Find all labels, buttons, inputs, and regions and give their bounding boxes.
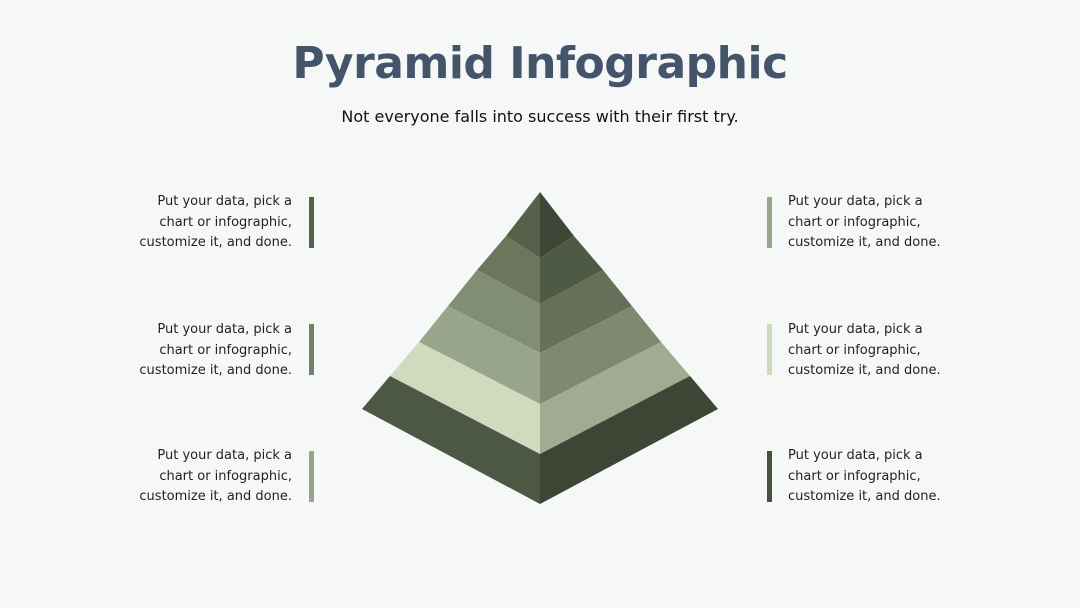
left-note-2: Put your data, pick a chart or infograph… [139,322,292,378]
pyramid-level-2-right-face [540,236,603,304]
right-note-2-accent-bar [767,324,772,375]
pyramid-level-6-right-face [540,376,718,504]
pyramid-level-6-left-face [362,376,540,504]
right-note-2: Put your data, pick a chart or infograph… [788,322,941,378]
right-note-1-accent-bar [767,197,772,248]
right-note-3-accent-bar [767,451,772,502]
pyramid-level-2-left-face [477,236,540,304]
pyramid-level-5-left-face [390,342,540,454]
right-note-1: Put your data, pick a chart or infograph… [788,194,941,250]
pyramid-level-4-right-face [540,306,661,404]
page-subtitle: Not everyone falls into success with the… [341,107,739,126]
pyramid-level-5-right-face [540,342,690,454]
left-note-2-accent-bar [309,324,314,375]
left-note-1: Put your data, pick a chart or infograph… [139,194,292,250]
right-note-3: Put your data, pick a chart or infograph… [788,448,941,504]
page-title: Pyramid Infographic [292,38,788,89]
left-note-3: Put your data, pick a chart or infograph… [139,448,292,504]
left-note-3-accent-bar [309,451,314,502]
pyramid-level-4-left-face [419,306,540,404]
left-note-1-accent-bar [309,197,314,248]
pyramid-level-3-left-face [448,270,540,353]
pyramid-level-3-right-face [540,270,632,353]
